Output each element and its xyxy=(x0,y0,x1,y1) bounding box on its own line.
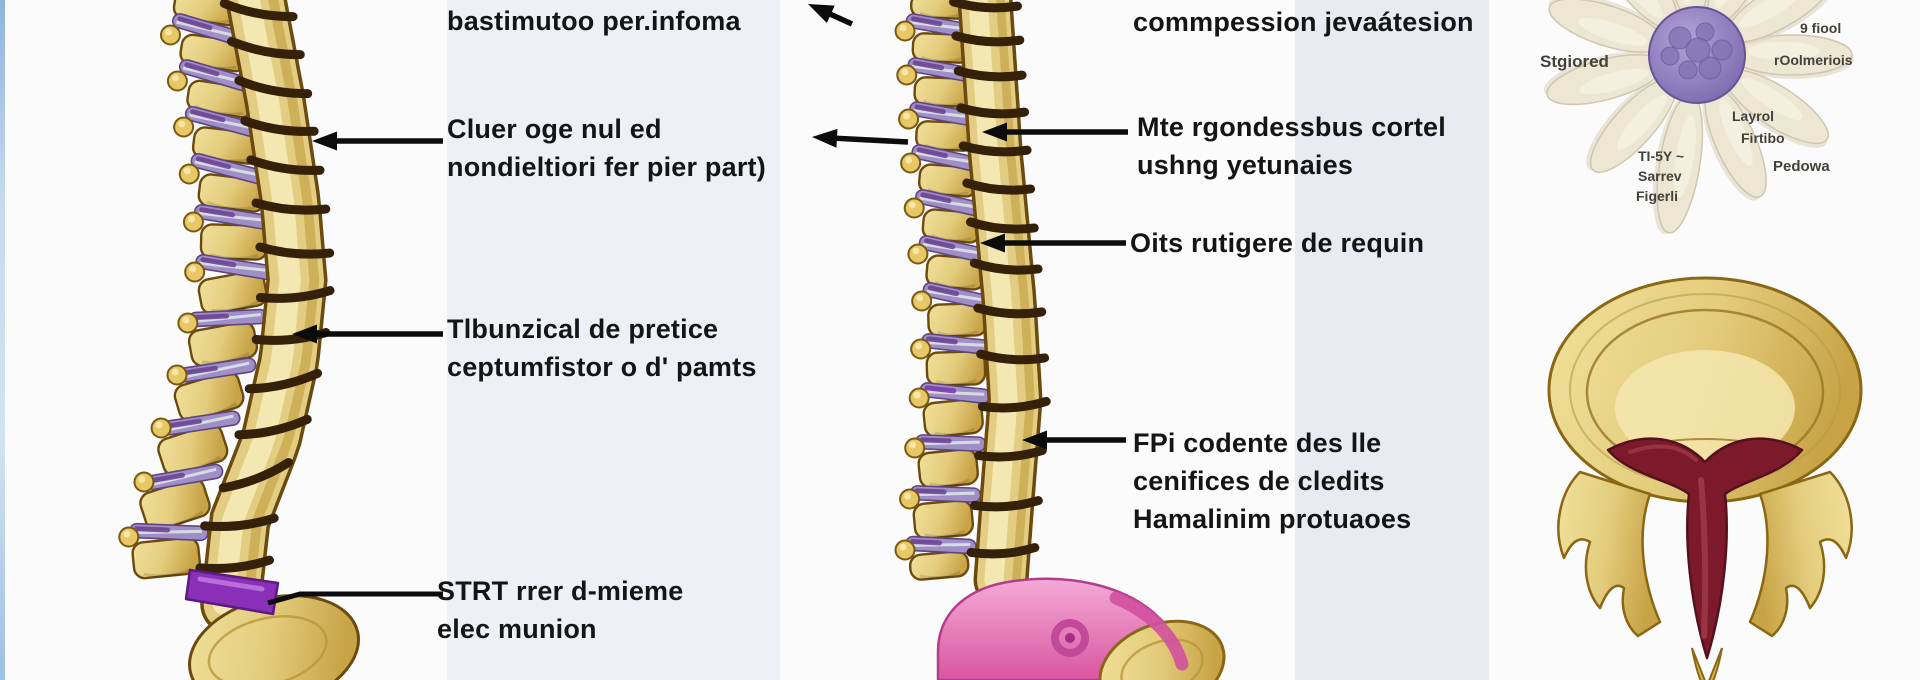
vertebra-top-view-illustration xyxy=(1544,0,1854,235)
label-left-1: bastimutoo per.infoma xyxy=(447,6,741,36)
label-left-2: Cluer oge nul ed nondieltiori fer pier p… xyxy=(447,114,766,182)
flower-label-firtibo: Firtibo xyxy=(1741,130,1785,146)
right-background-panel xyxy=(1295,0,1489,680)
flower-label-9fiool: 9 fiool xyxy=(1800,20,1842,36)
left-edge-accent xyxy=(0,0,5,680)
flower-label-figerli: Figerli xyxy=(1636,188,1679,204)
label-right-4: FPi codente des lle cenifices de cledits… xyxy=(1133,428,1412,534)
flower-label-stgiored: Stgiored xyxy=(1540,52,1609,71)
left-spine-illustration xyxy=(118,0,360,680)
left-label-panel xyxy=(447,0,780,680)
flower-label-ti5y: TI-5Y ~ xyxy=(1638,148,1685,164)
label-right-2: Mte rgondessbus cortel ushng yetunaies xyxy=(1137,112,1446,180)
label-right-3: Oits rutigere de requin xyxy=(1130,228,1425,258)
vertebra-axial-illustration xyxy=(1547,276,1863,680)
flower-label-sarrev: Sarrev xyxy=(1638,168,1682,184)
label-left-3: Tlbunzical de pretice ceptumfistor o d' … xyxy=(447,314,757,382)
flower-label-layrol: Layrol xyxy=(1732,108,1775,124)
label-right-1: commpession jevaátesion xyxy=(1133,7,1474,37)
middle-spine-illustration xyxy=(894,0,1226,680)
flower-label-roolmeriois: rOolmeriois xyxy=(1774,52,1853,68)
label-left-4: STRT rrer d-mieme elec munion xyxy=(437,576,684,644)
flower-label-pedowa: Pedowa xyxy=(1773,158,1830,175)
